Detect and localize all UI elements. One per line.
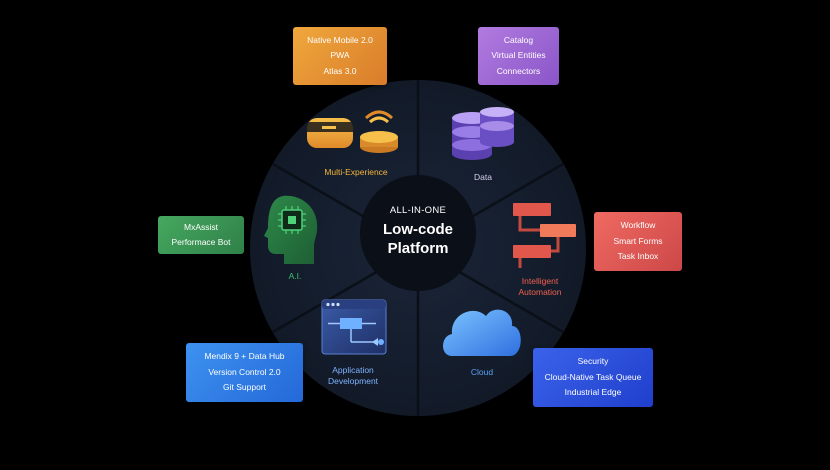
card-item: Atlas 3.0 [323, 65, 357, 76]
segment-dividers [272, 80, 564, 416]
card-item: Performace Bot [171, 237, 231, 247]
app-window-icon [321, 299, 387, 355]
card-item: Workflow [620, 220, 656, 231]
card-data: Catalog Virtual Entities Connectors [478, 27, 559, 85]
ai-head-icon [264, 195, 318, 264]
card-item: Task Inbox [617, 251, 659, 262]
segment-label-ai: A.I. [288, 271, 302, 281]
center-title-block: ALL-IN-ONE Low-code Platform [360, 205, 476, 258]
card-item: Connectors [496, 65, 541, 76]
card-item: Git Support [223, 382, 266, 393]
card-multi-experience: Native Mobile 2.0 PWA Atlas 3.0 [293, 27, 387, 85]
segment-label-application-development: Application Development [315, 365, 391, 387]
segment-label-intelligent-automation-line1: Intelligent [521, 276, 559, 286]
card-item: Cloud-Native Task Queue [544, 371, 642, 382]
card-item: Native Mobile 2.0 [307, 34, 373, 45]
card-item: Industrial Edge [564, 387, 622, 398]
card-item: Mendix 9 + Data Hub [204, 351, 285, 362]
card-item: PWA [330, 50, 350, 61]
card-item: Virtual Entities [491, 50, 546, 61]
segment-label-cloud: Cloud [470, 367, 494, 377]
segment-label-application-development-line2: Development [327, 376, 379, 386]
cloud-icon [443, 309, 521, 356]
card-item: Catalog [503, 34, 534, 45]
center-title-line1: Low-code [383, 221, 453, 238]
card-application-development: Mendix 9 + Data Hub Version Control 2.0 … [186, 343, 303, 402]
wireless-disc-icon [360, 110, 398, 153]
segment-label-intelligent-automation-line2: Automation [518, 287, 562, 297]
database-icon [452, 107, 514, 160]
center-kicker: ALL-IN-ONE [389, 205, 447, 216]
card-item: Security [577, 356, 609, 367]
workflow-icon [513, 203, 576, 268]
headset-icon [307, 118, 353, 148]
card-intelligent-automation: Workflow Smart Forms Task Inbox [594, 212, 682, 271]
center-hub [360, 175, 476, 291]
card-item: Version Control 2.0 [208, 366, 281, 377]
segment-label-intelligent-automation: Intelligent Automation [505, 276, 575, 298]
card-cloud: Security Cloud-Native Task Queue Industr… [533, 348, 653, 407]
segment-label-data: Data [474, 172, 492, 182]
card-item: MxAssist [184, 221, 218, 232]
segment-label-multi-experience: Multi-Experience [324, 167, 388, 177]
card-ai: MxAssist Performace Bot [158, 216, 244, 254]
segment-label-application-development-line1: Application [332, 365, 374, 375]
card-item: Smart Forms [613, 235, 663, 246]
center-title-line2: Platform [387, 240, 449, 257]
